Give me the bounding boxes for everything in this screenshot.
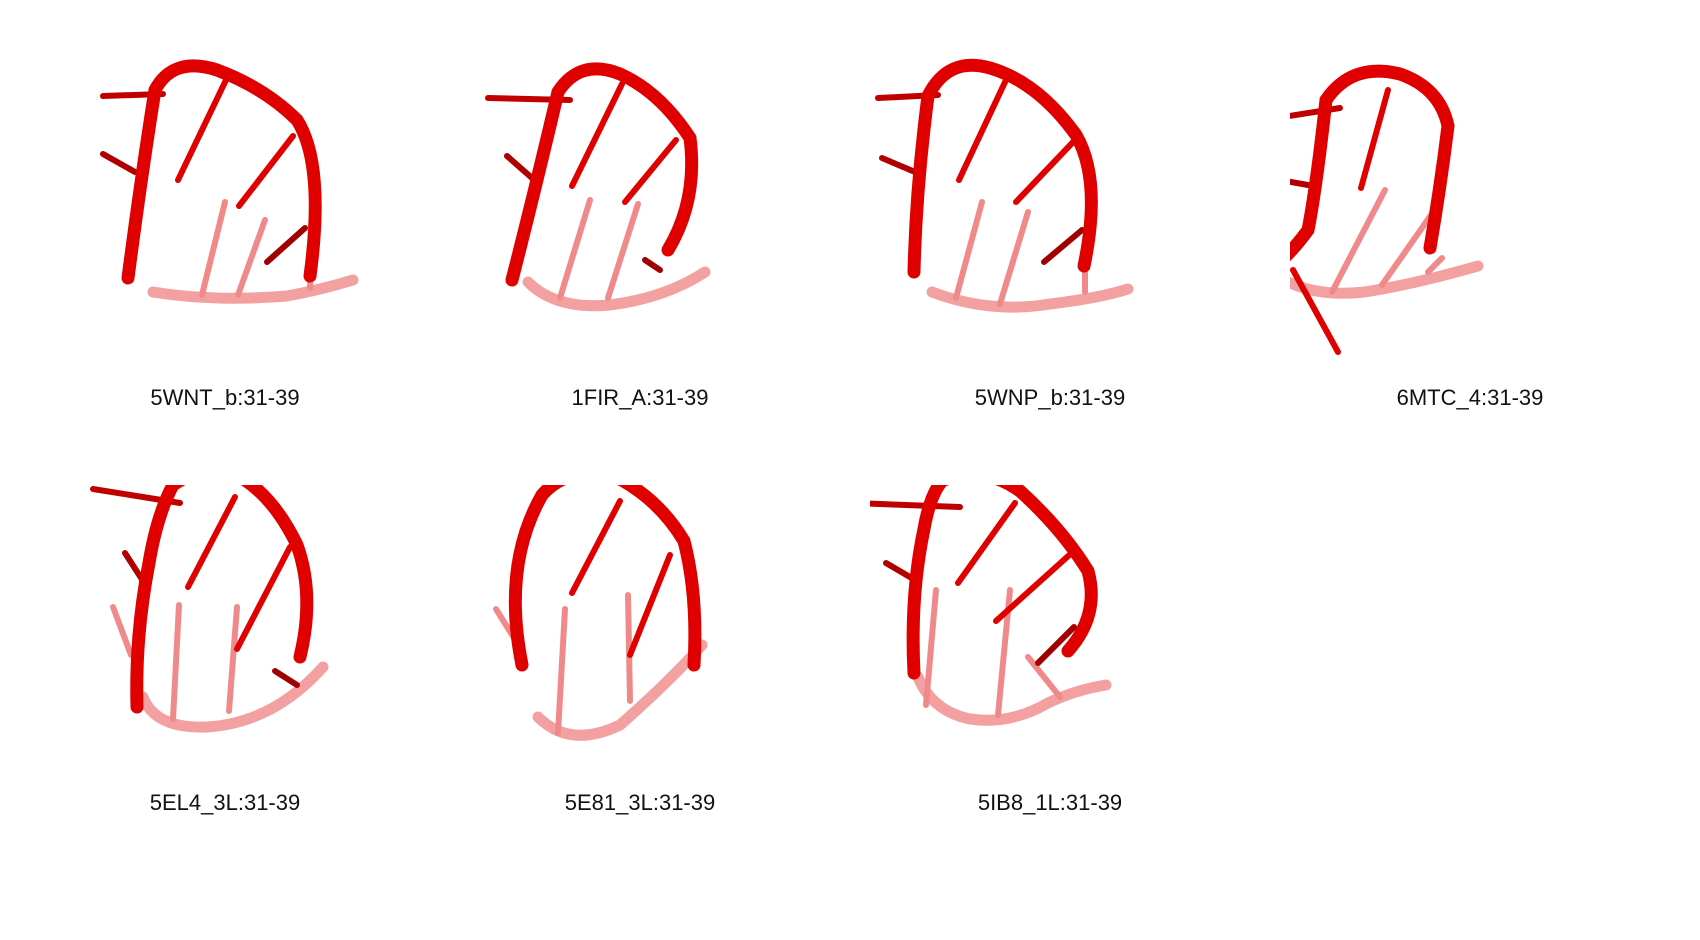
rna-loop-render-5wnp <box>870 40 1230 370</box>
rna-loop-render-5wnt <box>45 40 405 370</box>
rna-loop-render-5e81 <box>460 485 820 815</box>
rna-loop-render-5el4 <box>45 485 405 815</box>
structure-panel-5wnp: 5WNP_b:31-39 <box>870 40 1230 460</box>
structure-panel-1fir: 1FIR_A:31-39 <box>460 40 820 460</box>
structure-label: 5WNT_b:31-39 <box>45 385 405 411</box>
structure-label: 6MTC_4:31-39 <box>1290 385 1650 411</box>
structure-label: 1FIR_A:31-39 <box>460 385 820 411</box>
structure-label: 5EL4_3L:31-39 <box>45 790 405 816</box>
rna-loop-render-1fir <box>460 40 820 370</box>
structure-panel-5e81: 5E81_3L:31-39 <box>460 485 820 905</box>
structure-panel-5el4: 5EL4_3L:31-39 <box>45 485 405 905</box>
structure-label: 5WNP_b:31-39 <box>870 385 1230 411</box>
structure-panel-5ib8: 5IB8_1L:31-39 <box>870 485 1230 905</box>
structure-label: 5IB8_1L:31-39 <box>870 790 1230 816</box>
rna-loop-render-5ib8 <box>870 485 1230 815</box>
structure-label: 5E81_3L:31-39 <box>460 790 820 816</box>
structure-panel-6mtc: 6MTC_4:31-39 <box>1290 40 1650 460</box>
structure-panel-5wnt: 5WNT_b:31-39 <box>45 40 405 460</box>
rna-loop-render-6mtc <box>1290 40 1650 370</box>
